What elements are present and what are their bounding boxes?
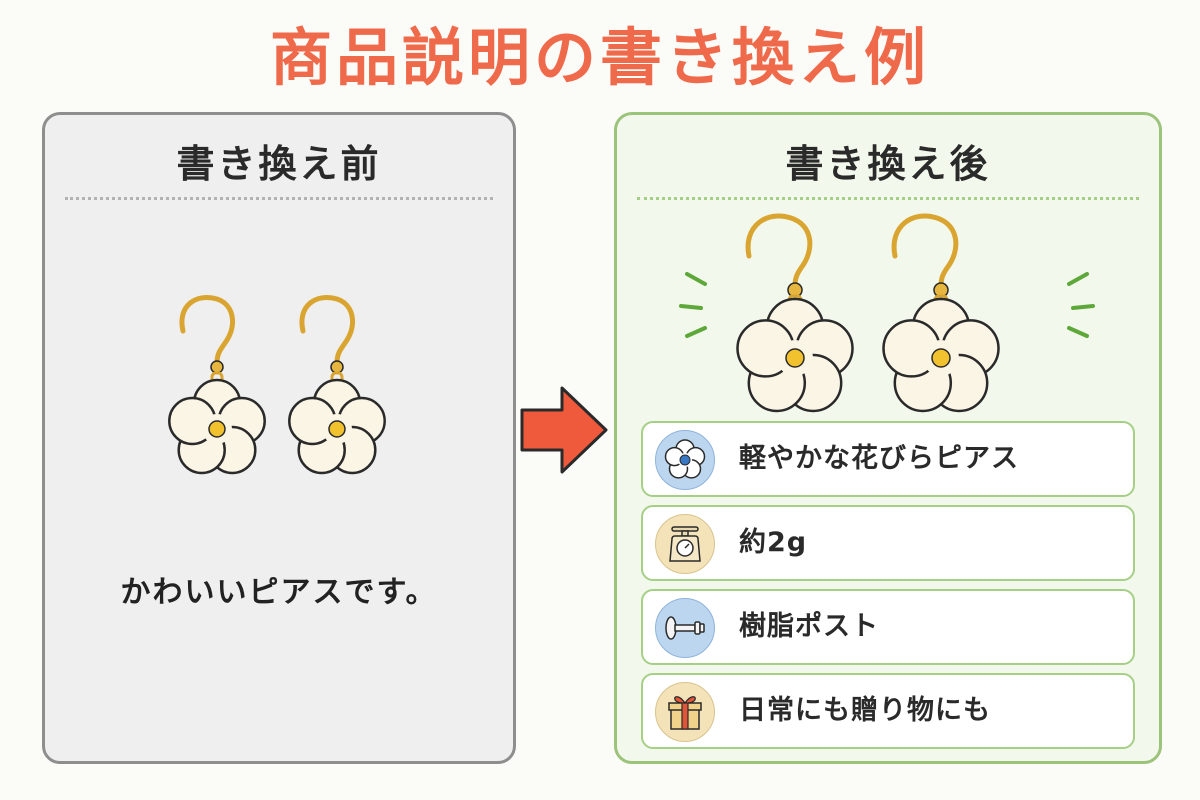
earring-left	[736, 213, 854, 413]
right-arrow-icon	[520, 386, 608, 474]
sparkle-left-icon	[679, 272, 707, 338]
feature-item: 約2g	[641, 505, 1135, 581]
earrings-after-illustration	[679, 213, 1095, 413]
before-panel: 書き換え前 かわいいピアスで	[42, 112, 516, 764]
feature-text: 樹脂ポスト	[739, 611, 879, 642]
flower-icon	[655, 430, 715, 490]
before-description: かわいいピアスです。	[120, 575, 438, 610]
feature-text: 軽やかな花びらピアス	[739, 443, 1019, 474]
scale-icon	[655, 514, 715, 574]
feature-list: 軽やかな花びらピアス 約2g	[641, 421, 1135, 757]
after-panel: 書き換え後	[614, 112, 1162, 764]
gift-icon	[655, 682, 715, 742]
earring-right	[882, 213, 1000, 413]
before-divider	[65, 197, 493, 200]
feature-item: 軽やかな花びらピアス	[641, 421, 1135, 497]
resin-post-icon	[655, 598, 715, 658]
earrings-before-illustration	[168, 295, 386, 475]
feature-text: 約2g	[739, 527, 808, 558]
sparkle-right-icon	[1067, 272, 1095, 338]
feature-item: 樹脂ポスト	[641, 589, 1135, 665]
feature-item: 日常にも贈り物にも	[641, 673, 1135, 749]
after-divider	[637, 197, 1139, 200]
feature-text: 日常にも贈り物にも	[739, 695, 991, 726]
after-heading: 書き換え後	[785, 142, 991, 186]
earring-right	[288, 295, 386, 475]
before-heading: 書き換え前	[176, 142, 382, 186]
earring-left	[168, 295, 266, 475]
page-title: 商品説明の書き換え例	[269, 21, 930, 94]
